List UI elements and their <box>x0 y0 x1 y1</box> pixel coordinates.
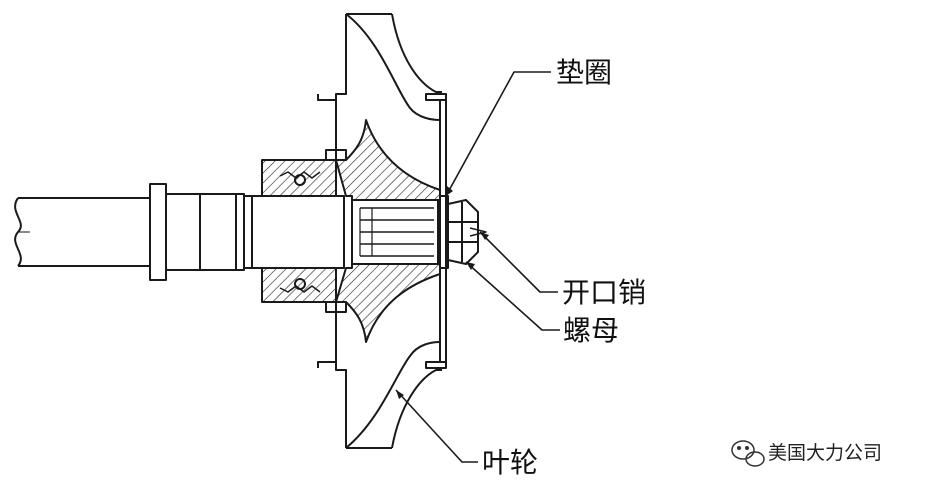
leader-arrowheads <box>396 186 489 399</box>
label-impeller: 叶轮 <box>482 446 538 479</box>
impeller-body <box>317 13 447 449</box>
seal-housing <box>261 149 347 313</box>
leader-lines <box>395 71 560 463</box>
shaft-body <box>165 193 345 271</box>
shaft-collar <box>149 183 167 281</box>
label-washer: 垫圈 <box>556 56 612 89</box>
watermark-text: 美国大力公司 <box>768 442 882 464</box>
splined-hub <box>351 199 439 265</box>
watermark: 美国大力公司 <box>731 440 882 467</box>
label-nut: 螺母 <box>563 314 619 347</box>
wechat-icon <box>731 440 765 467</box>
nut <box>447 199 479 265</box>
label-cotter-pin: 开口销 <box>562 276 646 309</box>
cotter-pin <box>469 227 487 237</box>
shaft <box>14 197 150 267</box>
